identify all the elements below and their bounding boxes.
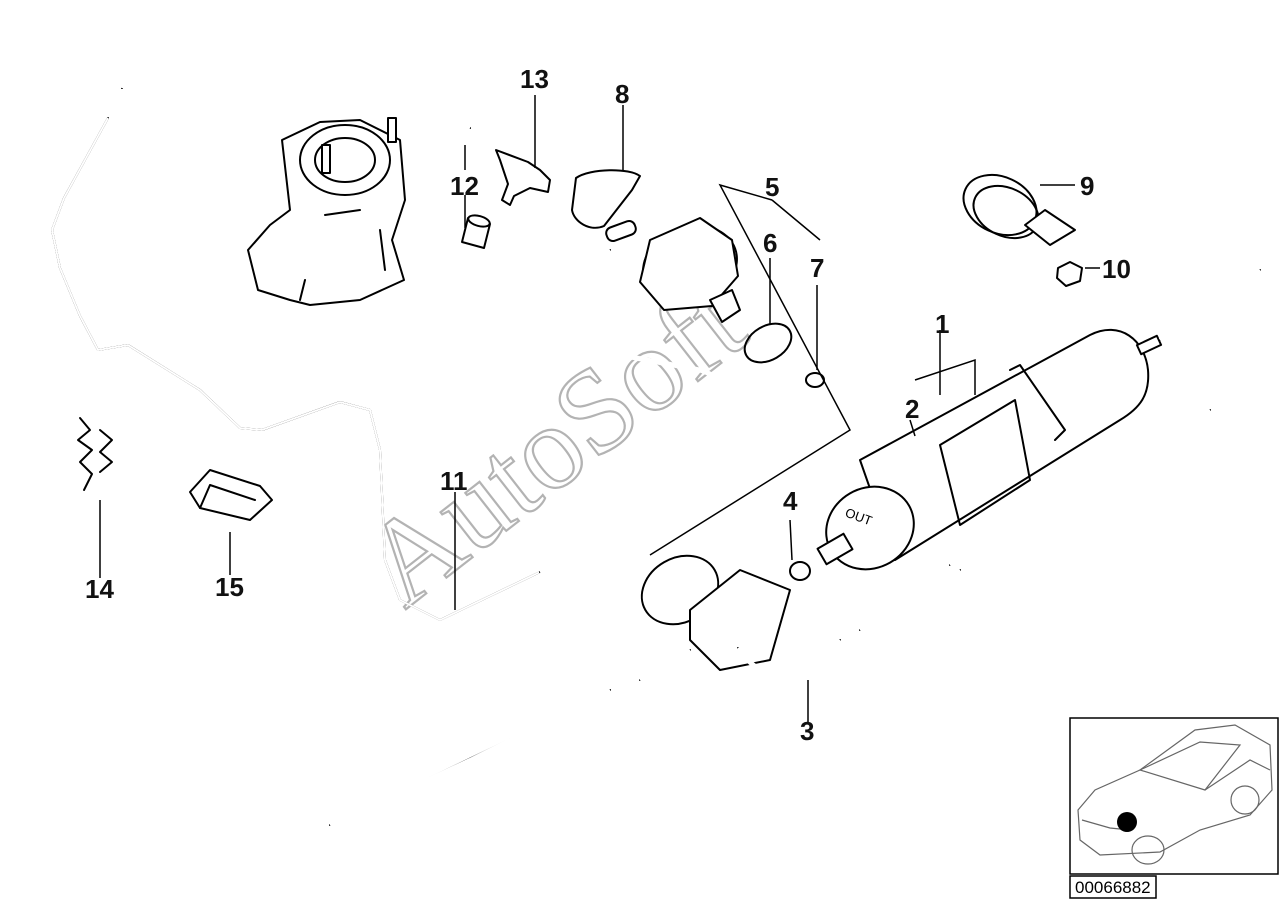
clip-15: [189, 469, 273, 521]
callout-2: 2: [905, 394, 919, 424]
callout-9: 9: [1080, 171, 1094, 201]
distributor-block: [638, 554, 842, 683]
callout-1: 1: [935, 309, 949, 339]
callout-14: 14: [85, 574, 114, 604]
callout-10: 10: [1102, 254, 1131, 284]
callout-4: 4: [783, 486, 798, 516]
fuel-lines: [329, 268, 1262, 827]
hose-clamp: [962, 173, 1076, 246]
nut: [1056, 261, 1083, 287]
fuel-filter: OUT: [816, 329, 1163, 571]
pressure-regulator: [571, 169, 741, 323]
svg-text:00066882: 00066882: [1075, 878, 1151, 897]
reference-number: 00066882: [1069, 875, 1157, 899]
callout-3: 3: [800, 716, 814, 746]
o-ring-4: [789, 561, 811, 581]
clip-14: [77, 417, 113, 491]
throttle-housing: [247, 117, 406, 306]
callout-11: 11: [440, 466, 468, 496]
car-location-thumbnail: [1069, 717, 1279, 875]
callout-6: 6: [763, 228, 777, 258]
callout-12: 12: [450, 171, 479, 201]
callout-7: 7: [810, 253, 824, 283]
t-connector: [495, 149, 551, 206]
callout-15: 15: [215, 572, 244, 602]
callout-13: 13: [520, 64, 549, 94]
o-ring-6: [743, 322, 793, 364]
vacuum-line: [50, 37, 729, 622]
leader-lines: [99, 95, 1100, 722]
location-marker: [1117, 812, 1137, 832]
callout-8: 8: [615, 79, 629, 109]
hose-piece: [461, 214, 491, 249]
callout-5: 5: [765, 172, 779, 202]
